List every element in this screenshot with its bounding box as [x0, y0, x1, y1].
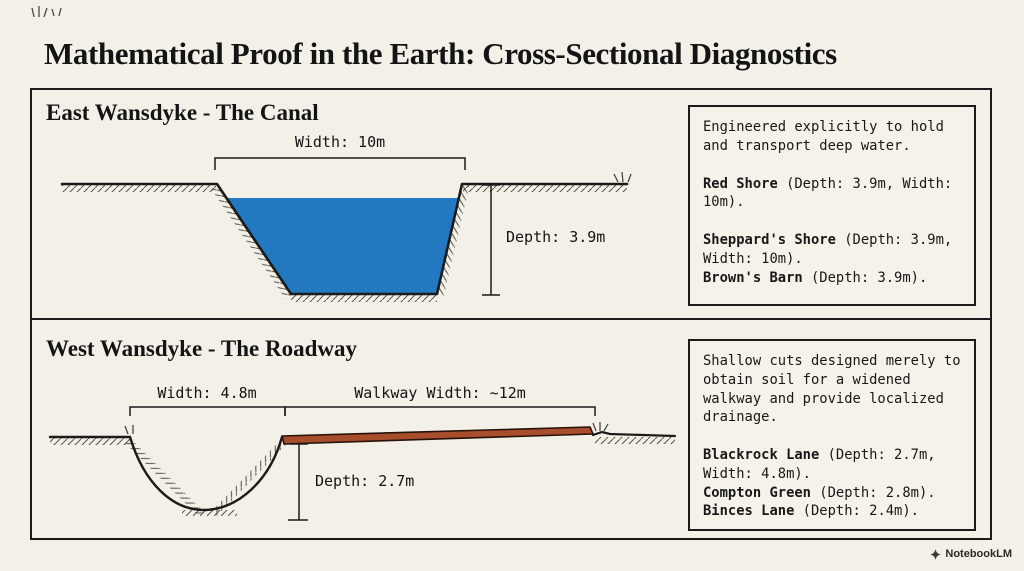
- roadway-note-entry: Compton Green (Depth: 2.8m).: [703, 484, 961, 503]
- diagram-frame: East Wansdyke - The Canal Width: 10m Dep…: [30, 88, 992, 540]
- canal-note-box: Engineered explicitly to hold and transp…: [688, 105, 976, 306]
- site-detail: (Depth: 2.7m, Width: 4.8m).: [703, 447, 936, 482]
- right-ground-line: [591, 430, 677, 438]
- ditch-ground-outline: [48, 435, 284, 512]
- roadway-cross-section-diagram: Width: 4.8m Walkway Width: ~12m Depth: 2…: [48, 384, 677, 521]
- watermark-text: NotebookLM: [945, 548, 1012, 560]
- canal-water-fill: [226, 198, 459, 293]
- roadway-section-heading: West Wansdyke - The Roadway: [46, 336, 357, 361]
- site-detail: (Depth: 3.9m, Width: 10m).: [703, 175, 953, 211]
- canal-note-entry: Red Shore (Depth: 3.9m, Width: 10m).: [703, 175, 961, 213]
- notebooklm-logo-icon: [930, 548, 942, 560]
- ditch-width-label: Width: 4.8m: [157, 384, 256, 402]
- canal-width-label: Width: 10m: [295, 133, 385, 151]
- site-name: Compton Green: [703, 484, 811, 501]
- roadway-note-entry: Binces Lane (Depth: 2.4m).: [703, 502, 961, 521]
- canal-note-entry: Sheppard's Shore (Depth: 3.9m, Width: 10…: [703, 231, 961, 269]
- site-name: Binces Lane: [703, 503, 795, 520]
- canal-note-entry: Brown's Barn (Depth: 3.9m).: [703, 269, 961, 288]
- section-west-wansdyke-roadway: West Wansdyke - The Roadway Width: 4.8m …: [32, 320, 990, 540]
- grass-tuft-icon: [124, 422, 609, 435]
- canal-depth-label: Depth: 3.9m: [506, 228, 605, 246]
- roadway-note-entry: Blackrock Lane (Depth: 2.7m, Width: 4.8m…: [703, 446, 961, 484]
- roadway-depth-label: Depth: 2.7m: [315, 472, 414, 490]
- canal-ground-hatching: [62, 183, 627, 302]
- roadway-ground-hatching: [50, 437, 675, 517]
- site-name: Brown's Barn: [703, 269, 803, 286]
- canal-cross-section-diagram: Width: 10m Depth: 3.9m: [60, 133, 632, 302]
- site-name: Blackrock Lane: [703, 447, 820, 463]
- ditch-width-dimension-bracket: [129, 406, 286, 416]
- section-east-wansdyke-canal: East Wansdyke - The Canal Width: 10m Dep…: [32, 90, 990, 320]
- roadway-depth-dimension-bracket: [288, 443, 308, 521]
- canal-depth-dimension-bracket: [482, 184, 500, 296]
- site-detail: (Depth: 3.9m).: [802, 269, 928, 286]
- decorative-grass-tuft: [31, 6, 62, 18]
- grass-tuft-icon: [613, 171, 632, 183]
- site-detail: (Depth: 2.8m).: [810, 484, 936, 501]
- site-detail: (Depth: 2.4m).: [794, 503, 919, 520]
- page-title: Mathematical Proof in the Earth: Cross-S…: [44, 36, 837, 71]
- roadway-note-box: Shallow cuts designed merely to obtain s…: [688, 339, 976, 531]
- watermark: NotebookLM: [930, 548, 1012, 560]
- roadway-note-intro: Shallow cuts designed merely to obtain s…: [703, 353, 961, 426]
- walkway-width-dimension-bracket: [284, 406, 596, 416]
- canal-note-intro: Engineered explicitly to hold and transp…: [703, 119, 944, 154]
- site-name: Sheppard's Shore: [703, 232, 836, 248]
- canal-section-heading: East Wansdyke - The Canal: [46, 100, 319, 125]
- walkway-surface: [281, 426, 594, 445]
- site-detail: (Depth: 3.9m, Width: 10m).: [703, 232, 953, 267]
- walkway-width-label: Walkway Width: ~12m: [354, 384, 526, 402]
- canal-width-dimension-bracket: [214, 157, 466, 170]
- canal-ground-outline: [60, 182, 629, 296]
- site-name: Red Shore: [703, 175, 778, 192]
